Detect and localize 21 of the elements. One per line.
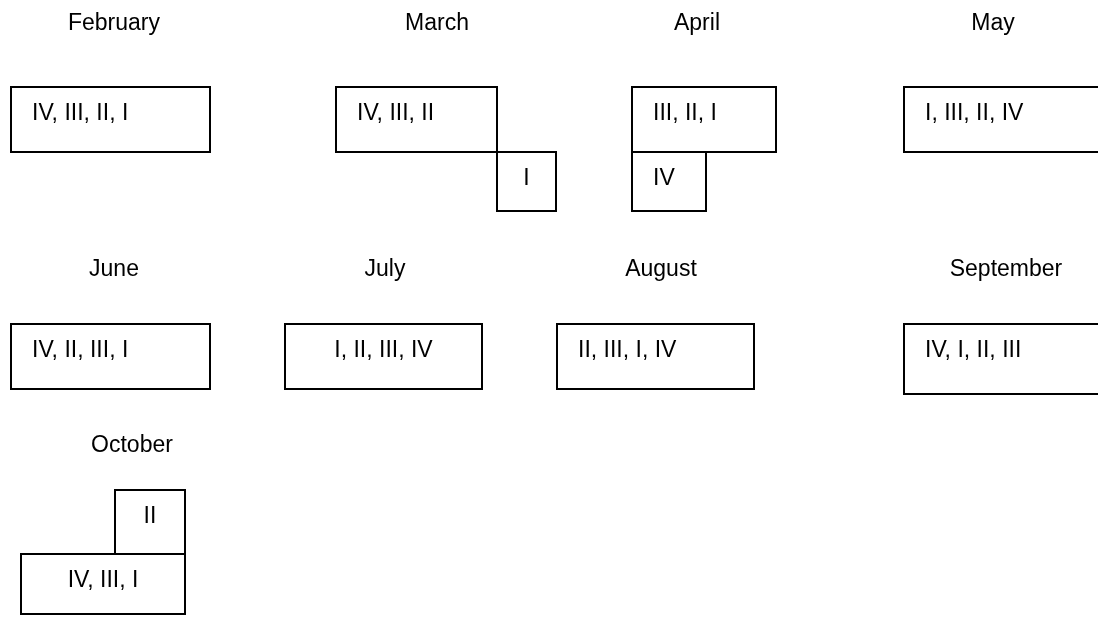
group-box: III, II, I xyxy=(631,86,777,153)
group-box: II xyxy=(114,489,186,555)
group-box: IV, I, II, III xyxy=(903,323,1098,395)
month-label: June xyxy=(89,254,139,282)
group-box: I xyxy=(496,151,557,212)
group-box: II, III, I, IV xyxy=(556,323,755,390)
month-label: May xyxy=(971,8,1015,36)
month-label: April xyxy=(674,8,720,36)
group-box: IV, III, II xyxy=(335,86,498,153)
month-label: September xyxy=(949,254,1063,282)
group-box: I, III, II, IV xyxy=(903,86,1098,153)
month-label: October xyxy=(91,430,173,458)
group-box: I, II, III, IV xyxy=(284,323,483,390)
month-label: July xyxy=(364,254,406,282)
group-box: IV, III, I xyxy=(20,553,186,615)
month-label: February xyxy=(68,8,160,36)
month-label: August xyxy=(625,254,697,282)
month-label: March xyxy=(405,8,469,36)
group-box: IV, III, II, I xyxy=(10,86,211,153)
group-box: IV, II, III, I xyxy=(10,323,211,390)
group-box: IV xyxy=(631,151,707,212)
